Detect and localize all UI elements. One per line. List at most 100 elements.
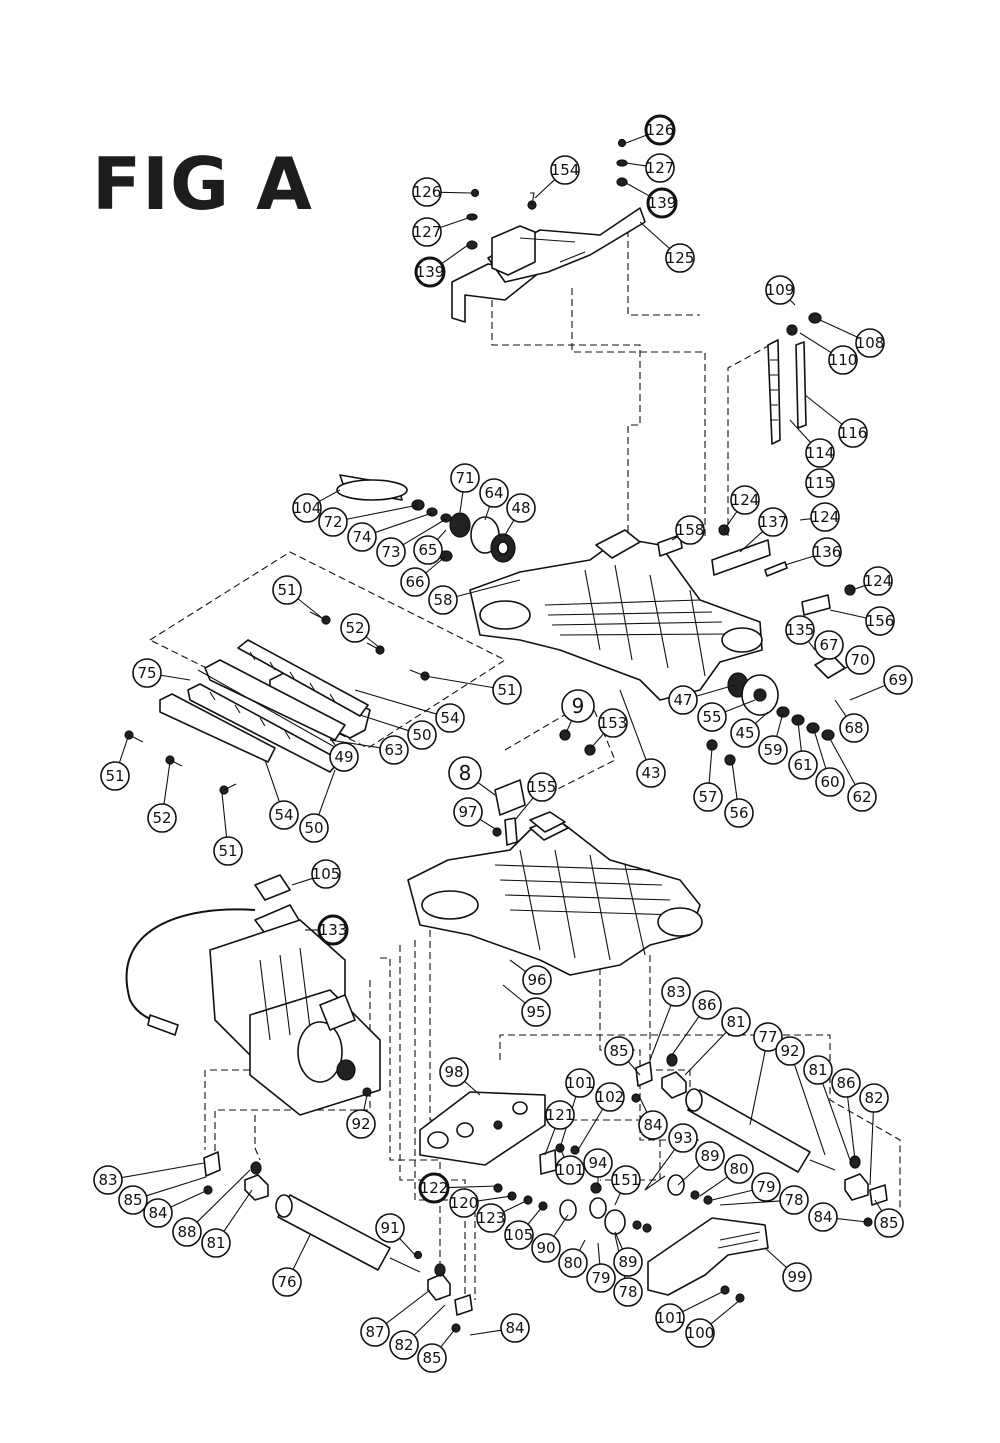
callout-circle [428,585,458,615]
callout-circle [143,1198,173,1228]
leader-line-105-b [527,1205,544,1225]
part-callout-84-a: 84 [638,1110,668,1140]
leader-line-114 [789,419,811,444]
callout-circle [545,1100,575,1130]
leader-line-55 [724,699,756,713]
leader-line-52-a [365,636,381,649]
callout-circle [269,800,299,830]
part-callout-62: 62 [847,782,877,812]
callout-number: 154 [551,161,580,179]
part-callout-68: 68 [839,713,869,743]
callout-circle [479,478,509,508]
callout-circle [527,772,557,802]
callout-number: 153 [599,714,628,732]
depth-scale [767,312,822,445]
leader-line-151 [614,1192,621,1206]
callout-number: 86 [836,1074,855,1092]
callout-circle [665,243,695,273]
part-callout-74: 74 [347,522,377,552]
part-callout-73: 73 [376,537,406,567]
callout-circle [838,418,868,448]
callout-number: 81 [726,1013,745,1031]
callout-number: 51 [218,842,237,860]
leader-line-127-left [440,217,469,228]
callout-circle [413,535,443,565]
leader-line-104 [319,489,341,502]
part-callout-52-a: 52 [340,613,370,643]
callout-circle [753,1022,783,1052]
callout-circle [692,990,722,1020]
part-callout-48: 48 [506,493,536,523]
callout-circle [412,177,442,207]
motor-assembly [125,874,381,1116]
leader-line-50-a [359,714,409,732]
part-callout-88: 88 [172,1217,202,1247]
callout-number: 89 [700,1147,719,1165]
callout-circle [655,1303,685,1333]
callout-circle [808,1202,838,1232]
leader-line-61 [797,721,802,752]
leader-line-92-b [363,1094,368,1111]
callout-number: 104 [293,499,322,517]
callout-number: 84 [505,1319,524,1337]
part-callout-57: 57 [693,782,723,812]
part-callout-124-c: 124 [863,566,893,596]
callout-circle [613,1277,643,1307]
part-callout-56: 56 [724,798,754,828]
callout-circle [685,1318,715,1348]
callout-circle [758,735,788,765]
part-callout-85-c: 85 [118,1185,148,1215]
leader-line-95 [502,984,526,1004]
part-callout-127-top: 127 [645,153,675,183]
part-callout-51-d: 51 [213,836,243,866]
leader-line-77 [749,1050,766,1126]
part-callout-92-a: 92 [775,1036,805,1066]
part-callout-59: 59 [758,735,788,765]
part-callout-69: 69 [883,665,913,695]
part-callout-9: 9 [561,689,595,723]
leader-line-79-a [711,1189,753,1201]
part-callout-64: 64 [479,478,509,508]
part-callout-84-c: 84 [143,1198,173,1228]
callout-circle [118,1185,148,1215]
leader-line-85-d [440,1327,457,1348]
leader-line-124-a [723,511,738,531]
callout-number: 79 [591,1269,610,1287]
leader-line-85-b [874,1199,883,1212]
callout-circle [435,703,465,733]
callout-circle [865,606,895,636]
callout-number: 95 [526,1003,545,1021]
callout-circle [604,1036,634,1066]
callout-number: 96 [527,971,546,989]
callout-number: 83 [666,983,685,1001]
part-callout-122: 122 [418,1172,450,1204]
callout-number: 85 [123,1191,142,1209]
callout-number: 54 [274,806,293,824]
leader-line-79-b [597,1242,601,1265]
leader-line-88 [196,1169,251,1223]
part-callout-101-b: 101 [555,1155,585,1185]
leader-line-45 [754,711,769,724]
part-callout-105-b: 105 [504,1220,534,1250]
callout-number: 126 [646,121,675,139]
part-callout-79-b: 79 [586,1263,616,1293]
part-callout-81-a: 81 [721,1007,751,1037]
callout-circle [845,645,875,675]
part-callout-80-a: 80 [724,1154,754,1184]
part-callout-135: 135 [785,615,815,645]
callout-circle [347,522,377,552]
part-callout-75: 75 [132,658,162,688]
callout-circle [407,720,437,750]
callout-circle [318,507,348,537]
part-callout-121: 121 [545,1100,575,1130]
callout-circle [661,977,691,1007]
leader-line-86-b [847,1096,856,1161]
leader-line-83-l [121,1162,205,1179]
callout-number: 109 [766,281,795,299]
callout-circle [453,797,483,827]
callout-circle [292,493,322,523]
callout-number: 54 [440,709,459,727]
leader-line-97 [479,818,498,831]
part-callout-89-a: 89 [695,1141,725,1171]
